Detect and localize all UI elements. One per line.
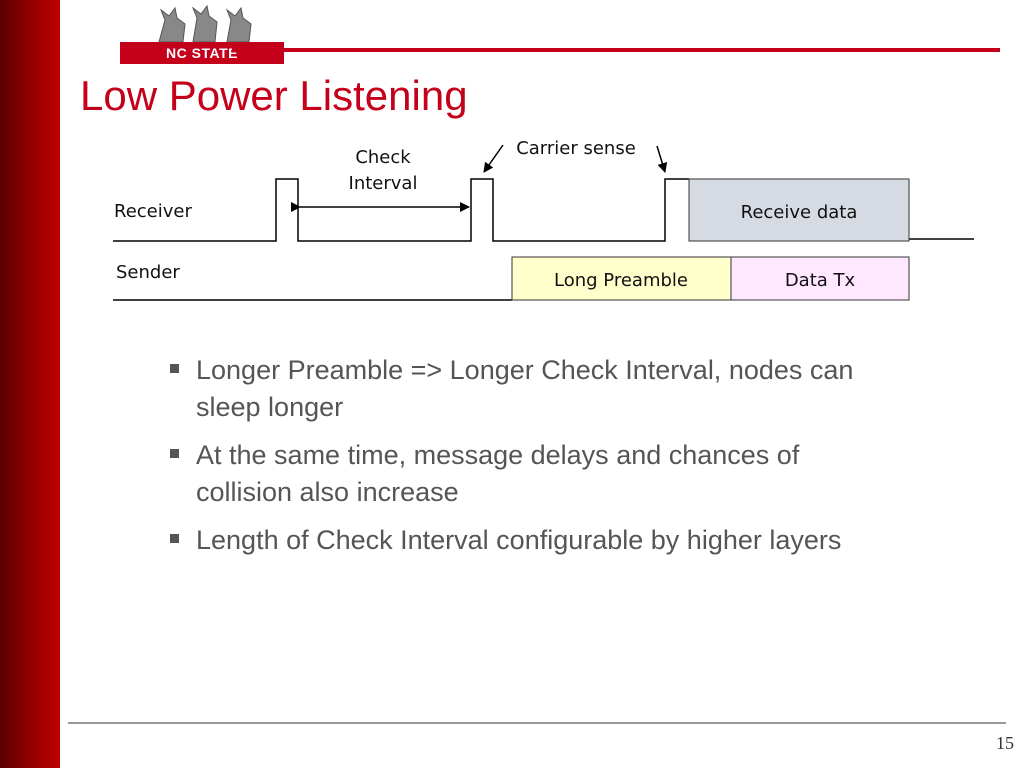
footer-rule xyxy=(68,722,1006,724)
lpl-timing-diagram: Receive data Receiver Sender Long Preamb… xyxy=(113,138,974,301)
long-preamble-label: Long Preamble xyxy=(554,270,688,291)
receive-data-label: Receive data xyxy=(741,202,858,223)
bullet-text: At the same time, message delays and cha… xyxy=(196,440,800,507)
sender-label: Sender xyxy=(116,262,180,283)
carrier-sense-arrow-right xyxy=(656,145,668,173)
square-bullet-icon xyxy=(170,364,179,373)
bullet-text: Length of Check Interval configurable by… xyxy=(196,525,842,555)
receiver-label: Receiver xyxy=(114,201,192,222)
bullet-item: At the same time, message delays and cha… xyxy=(168,437,888,511)
data-tx-box xyxy=(730,256,910,301)
university-name-banner: NC STATE UNIVERSITY xyxy=(120,42,284,83)
check-interval-label-line2: Interval xyxy=(349,173,418,194)
bullet-text: Longer Preamble => Longer Check Interval… xyxy=(196,355,854,422)
carrier-sense-label: Carrier sense xyxy=(516,138,636,159)
receive-data-box xyxy=(688,178,910,242)
square-bullet-icon xyxy=(170,534,179,543)
university-logo: NC STATE UNIVERSITY xyxy=(60,0,284,83)
left-accent-bar xyxy=(0,0,60,768)
data-tx-label: Data Tx xyxy=(785,270,856,291)
page-number: 15 xyxy=(996,733,1014,753)
bullet-item: Length of Check Interval configurable by… xyxy=(168,522,888,559)
check-interval-label-line1: Check xyxy=(355,147,411,168)
slide-title: Low Power Listening xyxy=(80,72,468,119)
bullet-item: Longer Preamble => Longer Check Interval… xyxy=(168,352,888,426)
carrier-sense-arrow-left xyxy=(483,144,504,173)
receiver-timeline xyxy=(113,178,689,242)
square-bullet-icon xyxy=(170,449,179,458)
header-rule xyxy=(232,48,1000,52)
long-preamble-box xyxy=(511,256,732,301)
wolf-mascot-icon xyxy=(158,4,252,43)
bullet-list: Longer Preamble => Longer Check Interval… xyxy=(168,352,888,570)
